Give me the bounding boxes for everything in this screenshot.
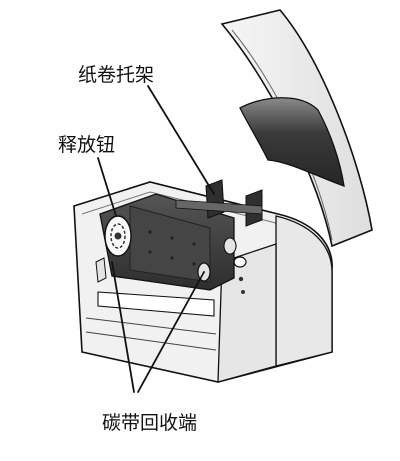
- leader-release-button: [97, 157, 117, 217]
- print-head-plate: [129, 205, 211, 283]
- paper-exit-slot: [97, 291, 215, 317]
- status-led: [238, 276, 244, 282]
- lid-window: [239, 97, 345, 187]
- release-knob-ring: [110, 223, 126, 249]
- leader-roll-holder: [147, 85, 215, 195]
- housing-right-side: [275, 215, 333, 367]
- label-paper-roll-holder: 纸卷托架: [78, 64, 155, 86]
- mechanism-cap: [223, 237, 237, 255]
- leader-ribbon-left: [111, 261, 135, 393]
- plate-holes: [148, 230, 196, 266]
- front-edge: [85, 317, 217, 351]
- status-led-2: [241, 290, 245, 294]
- leader-lines: [97, 85, 215, 393]
- leader-ribbon-right: [137, 271, 205, 393]
- release-knob-hub: [114, 232, 122, 240]
- label-release-button: 释放钮: [58, 134, 116, 156]
- roll-holder-bar: [175, 199, 263, 215]
- ribbon-rewind-left: [95, 257, 107, 283]
- feed-button: [233, 256, 247, 268]
- label-ribbon-rewind: 碳带回收端: [102, 412, 198, 434]
